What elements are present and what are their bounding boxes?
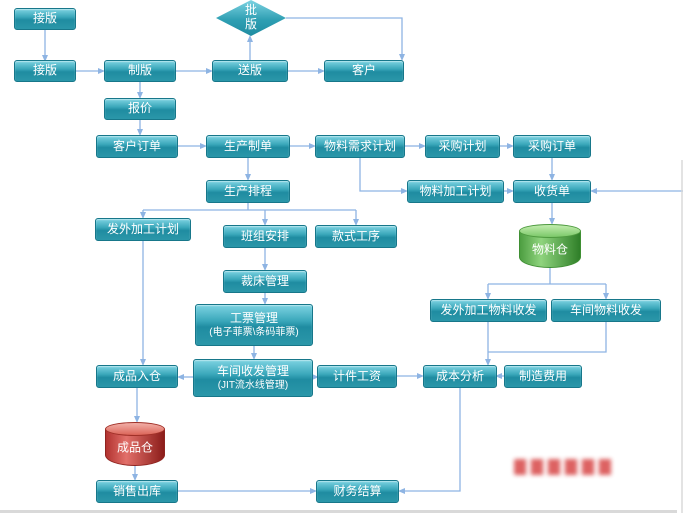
node-jieban: 接版 (14, 60, 76, 82)
node-wuliao-xuqiu-jihua: 物料需求计划 (315, 135, 405, 158)
node-shengchan-zhidan: 生产制单 (206, 135, 290, 158)
node-label: 客户订单 (112, 138, 161, 153)
node-label: 制造费用 (518, 368, 567, 383)
node-label: 工票管理 (229, 310, 278, 325)
node-label: 接版 (32, 11, 57, 26)
node-label: 车间收发管理 (216, 363, 289, 378)
node-chejian-wuliao-shoufa: 车间物料收发 (551, 299, 661, 322)
flow-arrow (398, 388, 461, 494)
node-label: 客户 (351, 63, 376, 78)
node-label: 发外加工物料收发 (440, 302, 537, 317)
node-label: 发外加工计划 (106, 221, 179, 236)
node-banzu-anpai: 班组安排 (223, 225, 307, 248)
cylinder-top (105, 422, 165, 436)
node-label: 生产制单 (223, 138, 272, 153)
node-label: 款式工序 (331, 228, 380, 243)
node-zhizao-feiyong: 制造费用 (504, 365, 582, 388)
node-caichuang-guanli: 裁床管理 (223, 270, 307, 293)
node-sublabel: (JIT流水线管理) (217, 379, 289, 391)
node-label: 财务结算 (333, 483, 382, 498)
node-label: 批版 (245, 3, 258, 31)
node-gongpiao-guanli: 工票管理 (电子菲票\条码菲票) (195, 304, 313, 346)
node-label: 送版 (237, 63, 262, 78)
node-chengpincang-cylinder: 成品仓 (105, 422, 165, 466)
node-label: 物料加工计划 (419, 183, 492, 198)
node-chejian-shoufa-guanli: 车间收发管理 (JIT流水线管理) (193, 359, 313, 397)
node-fawai-jiagong-jihua: 发外加工计划 (95, 218, 191, 241)
node-zhiban: 制版 (104, 60, 176, 82)
scan-edge-bottom (0, 510, 677, 513)
node-songban: 送版 (212, 60, 288, 82)
flow-connector (488, 322, 607, 353)
node-label: 销售出库 (112, 483, 161, 498)
node-label: 生产排程 (223, 183, 272, 198)
node-baojia: 报价 (104, 98, 176, 120)
node-label: 成品入仓 (112, 368, 161, 383)
node-label: 班组安排 (240, 228, 289, 243)
node-jijian-gongzi: 计件工资 (317, 365, 397, 388)
node-wuliaocang-cylinder: 物料仓 (519, 224, 581, 268)
node-fawai-wuliao-shoufa: 发外加工物料收发 (430, 299, 547, 322)
node-label: 物料仓 (531, 242, 568, 257)
node-label: 采购订单 (527, 138, 576, 153)
node-kuanshi-gongxu: 款式工序 (315, 225, 397, 248)
node-kehu-dingdan: 客户订单 (96, 135, 178, 158)
node-chengben-fenxi: 成本分析 (423, 365, 497, 388)
node-shengchan-paicheng: 生产排程 (206, 180, 290, 203)
node-label: 采购计划 (438, 138, 487, 153)
red-watermark (514, 459, 612, 475)
node-label: 报价 (127, 101, 152, 116)
cylinder-top (519, 224, 581, 238)
node-wuliao-jiagong-jihua: 物料加工计划 (407, 180, 504, 203)
node-label: 物料需求计划 (323, 138, 396, 153)
node-kehu: 客户 (324, 60, 404, 82)
node-label: 成本分析 (435, 368, 484, 383)
flow-arrow (359, 158, 408, 194)
node-label: 制版 (127, 63, 152, 78)
scan-edge-right (681, 160, 683, 513)
node-caiwu-jiesuan: 财务结算 (316, 480, 399, 503)
node-piban-decision: 批版 (216, 0, 286, 36)
node-sublabel: (电子菲票\条码菲票) (209, 326, 299, 338)
node-label: 裁床管理 (240, 273, 289, 288)
node-xiaoshou-chuku: 销售出库 (96, 480, 178, 503)
node-label: 车间物料收发 (569, 302, 642, 317)
flow-arrow (286, 17, 405, 61)
node-caigou-jihua: 采购计划 (425, 135, 500, 158)
node-shouhuodan: 收货单 (513, 180, 591, 203)
node-label: 接版 (32, 63, 57, 78)
node-label: 收货单 (533, 183, 570, 198)
node-label: 计件工资 (332, 368, 381, 383)
node-jieban-top: 接版 (14, 8, 76, 30)
node-caigou-dingdan: 采购订单 (513, 135, 591, 158)
node-label: 成品仓 (116, 440, 153, 455)
node-chengpin-rucang: 成品入仓 (96, 365, 178, 388)
